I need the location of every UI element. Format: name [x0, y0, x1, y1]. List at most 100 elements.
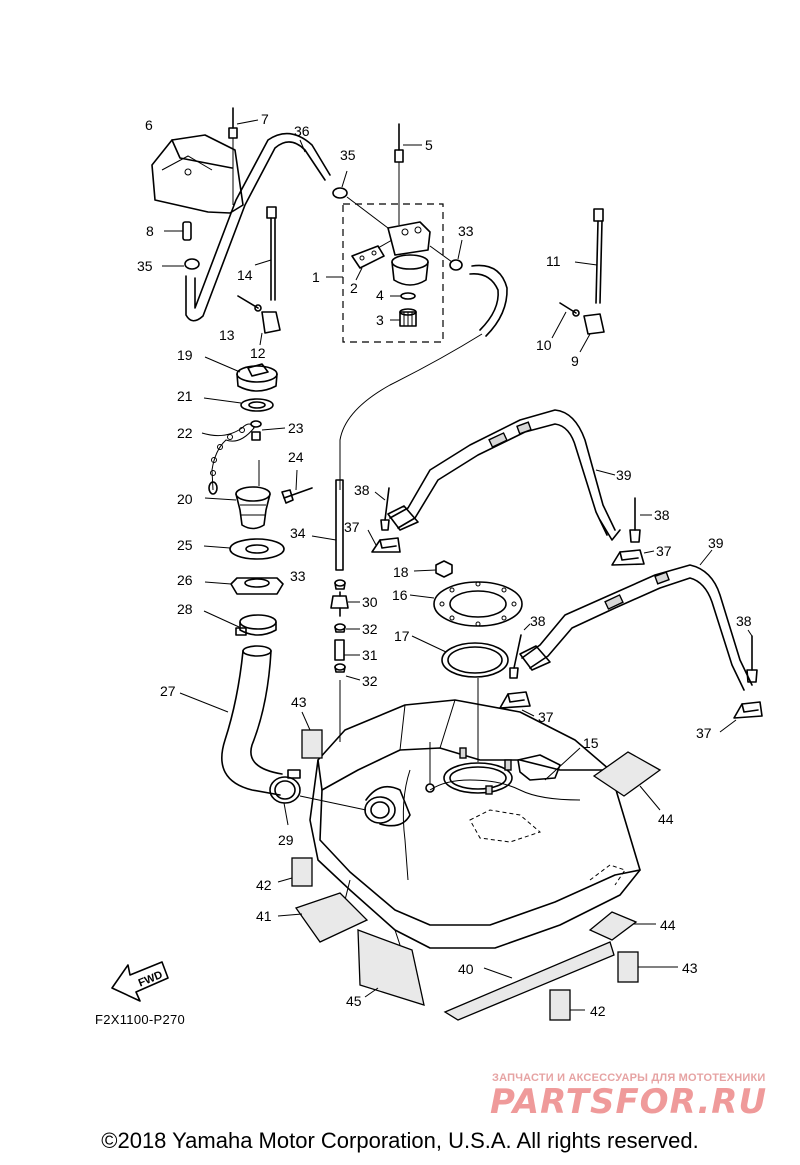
part-33-clip [334, 579, 346, 590]
part-37-bracket-c [499, 691, 535, 717]
callout-labels: 1 2 3 4 5 6 7 8 9 10 11 12 13 14 15 16 1… [137, 111, 752, 1019]
callout-10: 10 [536, 337, 552, 353]
callout-15: 15 [583, 735, 599, 751]
callout-38b: 38 [654, 507, 670, 523]
callout-1: 1 [312, 269, 320, 285]
watermark-logo: PARTSFOR.RU [490, 1082, 768, 1122]
callout-25: 25 [177, 537, 193, 553]
callout-32b: 32 [362, 673, 378, 689]
copyright-notice: ©2018 Yamaha Motor Corporation, U.S.A. A… [101, 1128, 699, 1153]
callout-30: 30 [362, 594, 378, 610]
part-17-gasket [411, 635, 509, 678]
callout-12: 12 [250, 345, 266, 361]
callout-38a: 38 [354, 482, 370, 498]
part-45-sheet [357, 929, 425, 1006]
part-31-hose [334, 639, 360, 661]
part-18-nut [413, 560, 453, 578]
part-20-filler-neck [204, 460, 271, 530]
part-25-gasket [203, 538, 285, 560]
callout-37c: 37 [538, 709, 554, 725]
part-22-chain [201, 423, 255, 495]
callout-21: 21 [177, 388, 193, 404]
watermark-subtitle: ЗАПЧАСТИ И АКСЕССУАРЫ ДЛЯ МОТОТЕХНИКИ [492, 1072, 766, 1084]
callout-14: 14 [237, 267, 253, 283]
part-32-clip-lower [334, 663, 361, 742]
part-29-clamp [269, 769, 367, 826]
part-10-rivet [551, 302, 580, 339]
part-26-nut [204, 577, 284, 595]
part-30-valve [330, 591, 360, 617]
callout-8: 8 [146, 223, 154, 239]
callout-44b: 44 [660, 917, 676, 933]
callout-39a: 39 [616, 467, 632, 483]
callout-34: 34 [290, 525, 306, 541]
part-11-cable-tie [574, 208, 604, 304]
drawing-code: F2X1100-P270 [95, 1012, 186, 1027]
callout-22: 22 [177, 425, 193, 441]
part-37-bracket-d [719, 701, 763, 733]
part-36-vent-hose [185, 132, 331, 322]
part-27-filler-hose [179, 645, 283, 796]
part-8-rivet [164, 221, 192, 241]
callout-16: 16 [392, 587, 408, 603]
part-38-bolt-d [746, 629, 758, 683]
callout-11: 11 [546, 253, 561, 269]
callout-42a: 42 [256, 877, 272, 893]
callout-3: 3 [376, 312, 384, 328]
part-13-rivet [237, 295, 262, 312]
callout-9: 9 [571, 353, 579, 369]
callout-38c: 38 [530, 613, 546, 629]
callout-39b: 39 [708, 535, 724, 551]
part-44-pad-upper [592, 751, 662, 811]
part-41-sheet [277, 892, 369, 943]
callout-27: 27 [160, 683, 176, 699]
part-37-bracket-b [611, 549, 655, 566]
callout-35a: 35 [137, 258, 153, 274]
callout-43b: 43 [682, 960, 698, 976]
part-43-pad-upper [301, 711, 323, 759]
part-34-pipe [311, 479, 344, 571]
callout-4: 4 [376, 287, 384, 303]
part-21-gasket [203, 397, 274, 412]
callout-40: 40 [458, 961, 474, 977]
callout-44a: 44 [658, 811, 674, 827]
callout-20: 20 [177, 491, 193, 507]
part-6-cover [151, 134, 244, 214]
fwd-arrow-icon: FWD [111, 961, 169, 1002]
callout-29: 29 [278, 832, 294, 848]
callout-24: 24 [288, 449, 304, 465]
part-44-pad-lower [588, 911, 656, 941]
callout-37d: 37 [696, 725, 712, 741]
part-39-strap-lower [519, 549, 753, 691]
part-14-cable-tie [254, 206, 277, 301]
callout-42b: 42 [590, 1003, 606, 1019]
part-28-clamp [203, 610, 277, 636]
callout-37a: 37 [344, 519, 360, 535]
part-35-clip-left [162, 258, 200, 270]
part-43-pad-lower [617, 951, 678, 983]
callout-7: 7 [261, 111, 269, 127]
part-38-bolt-c [509, 623, 531, 679]
part-42-pad-left [277, 857, 313, 887]
callout-17: 17 [394, 628, 410, 644]
part-15-fuel-tank [309, 678, 641, 949]
hose-filter-to-tank [339, 264, 508, 490]
part-37-bracket-a [367, 529, 401, 553]
part-38-bolt-b [629, 497, 652, 543]
callout-26: 26 [177, 572, 193, 588]
part-23-screw [250, 420, 286, 441]
part-40-strip [443, 941, 615, 1021]
callout-18: 18 [393, 564, 409, 580]
part-12-clamp [259, 311, 281, 346]
callout-19: 19 [177, 347, 193, 363]
part-1-filter-assembly [326, 123, 463, 343]
callout-5: 5 [425, 137, 433, 153]
part-16-plate [409, 581, 523, 627]
callout-33b: 33 [458, 223, 474, 239]
callout-35b: 35 [340, 147, 356, 163]
part-19-cap [204, 356, 278, 392]
callout-36: 36 [294, 123, 310, 139]
callout-43a: 43 [291, 694, 307, 710]
callout-38d: 38 [736, 613, 752, 629]
